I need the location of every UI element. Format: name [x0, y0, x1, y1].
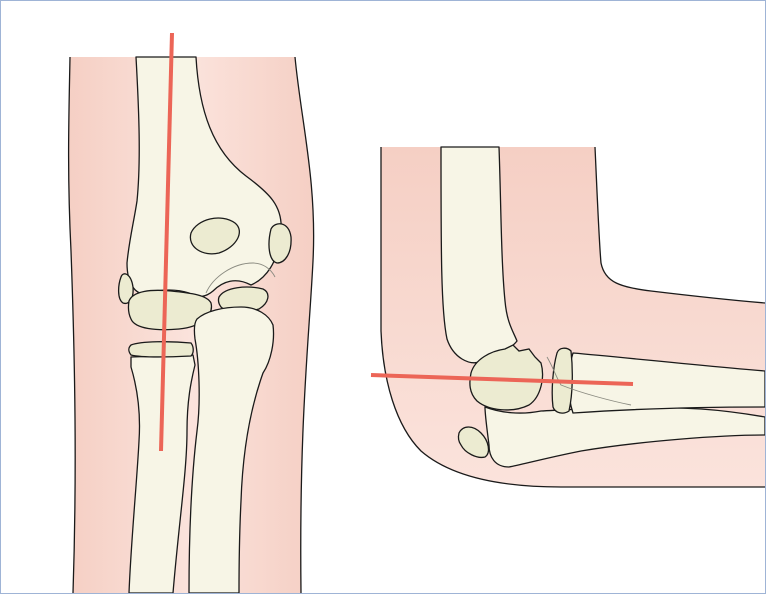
ap-view — [69, 33, 314, 593]
lateral-skin-inner-edge — [595, 147, 765, 303]
ap-radial-head-ossification — [129, 342, 194, 357]
lateral-view — [371, 147, 765, 487]
